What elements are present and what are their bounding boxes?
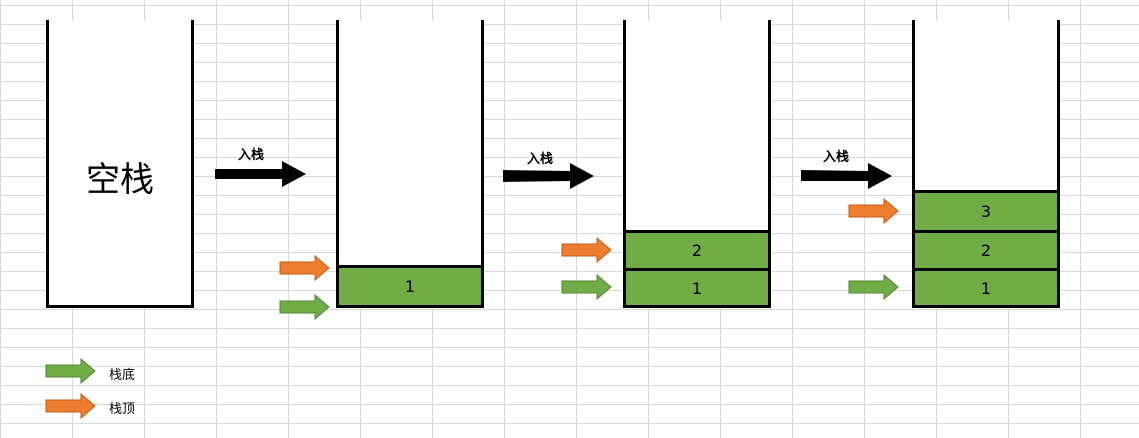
stack-cell: 1 bbox=[626, 268, 768, 305]
stack-three: 3 2 1 bbox=[912, 20, 1060, 308]
stack-two: 2 1 bbox=[623, 20, 771, 308]
stack-empty: 空栈 bbox=[46, 20, 194, 308]
bottom-pointer-icon bbox=[848, 274, 899, 300]
bottom-pointer-icon bbox=[279, 294, 330, 320]
legend-bottom-label: 栈底 bbox=[109, 368, 136, 383]
bottom-pointer-icon bbox=[561, 274, 612, 300]
top-pointer-icon bbox=[561, 237, 612, 263]
top-pointer-icon bbox=[848, 198, 899, 224]
stack-cell: 1 bbox=[915, 268, 1057, 305]
cell-value: 1 bbox=[404, 277, 416, 296]
green-arrow-icon bbox=[45, 358, 96, 384]
stack-one: 1 bbox=[336, 20, 484, 308]
push-label: 入栈 bbox=[823, 150, 850, 165]
stack-cell: 2 bbox=[626, 230, 768, 268]
empty-stack-label: 空栈 bbox=[49, 152, 191, 201]
push-label: 入栈 bbox=[527, 152, 554, 167]
top-pointer-icon bbox=[279, 255, 330, 281]
cell-value: 2 bbox=[980, 241, 992, 260]
push-label: 入栈 bbox=[238, 148, 265, 163]
cell-value: 2 bbox=[691, 241, 703, 260]
push-arrow-icon bbox=[801, 163, 892, 189]
stack-cell: 3 bbox=[915, 190, 1057, 230]
cell-value: 1 bbox=[980, 278, 992, 298]
cell-value: 3 bbox=[980, 202, 992, 221]
cell-value: 1 bbox=[691, 278, 703, 298]
stack-cell: 2 bbox=[915, 230, 1057, 268]
push-arrow-icon bbox=[503, 163, 594, 189]
legend-top-label: 栈顶 bbox=[109, 402, 136, 417]
stack-cell: 1 bbox=[339, 265, 481, 305]
push-arrow-icon bbox=[215, 161, 306, 187]
orange-arrow-icon bbox=[45, 393, 96, 419]
